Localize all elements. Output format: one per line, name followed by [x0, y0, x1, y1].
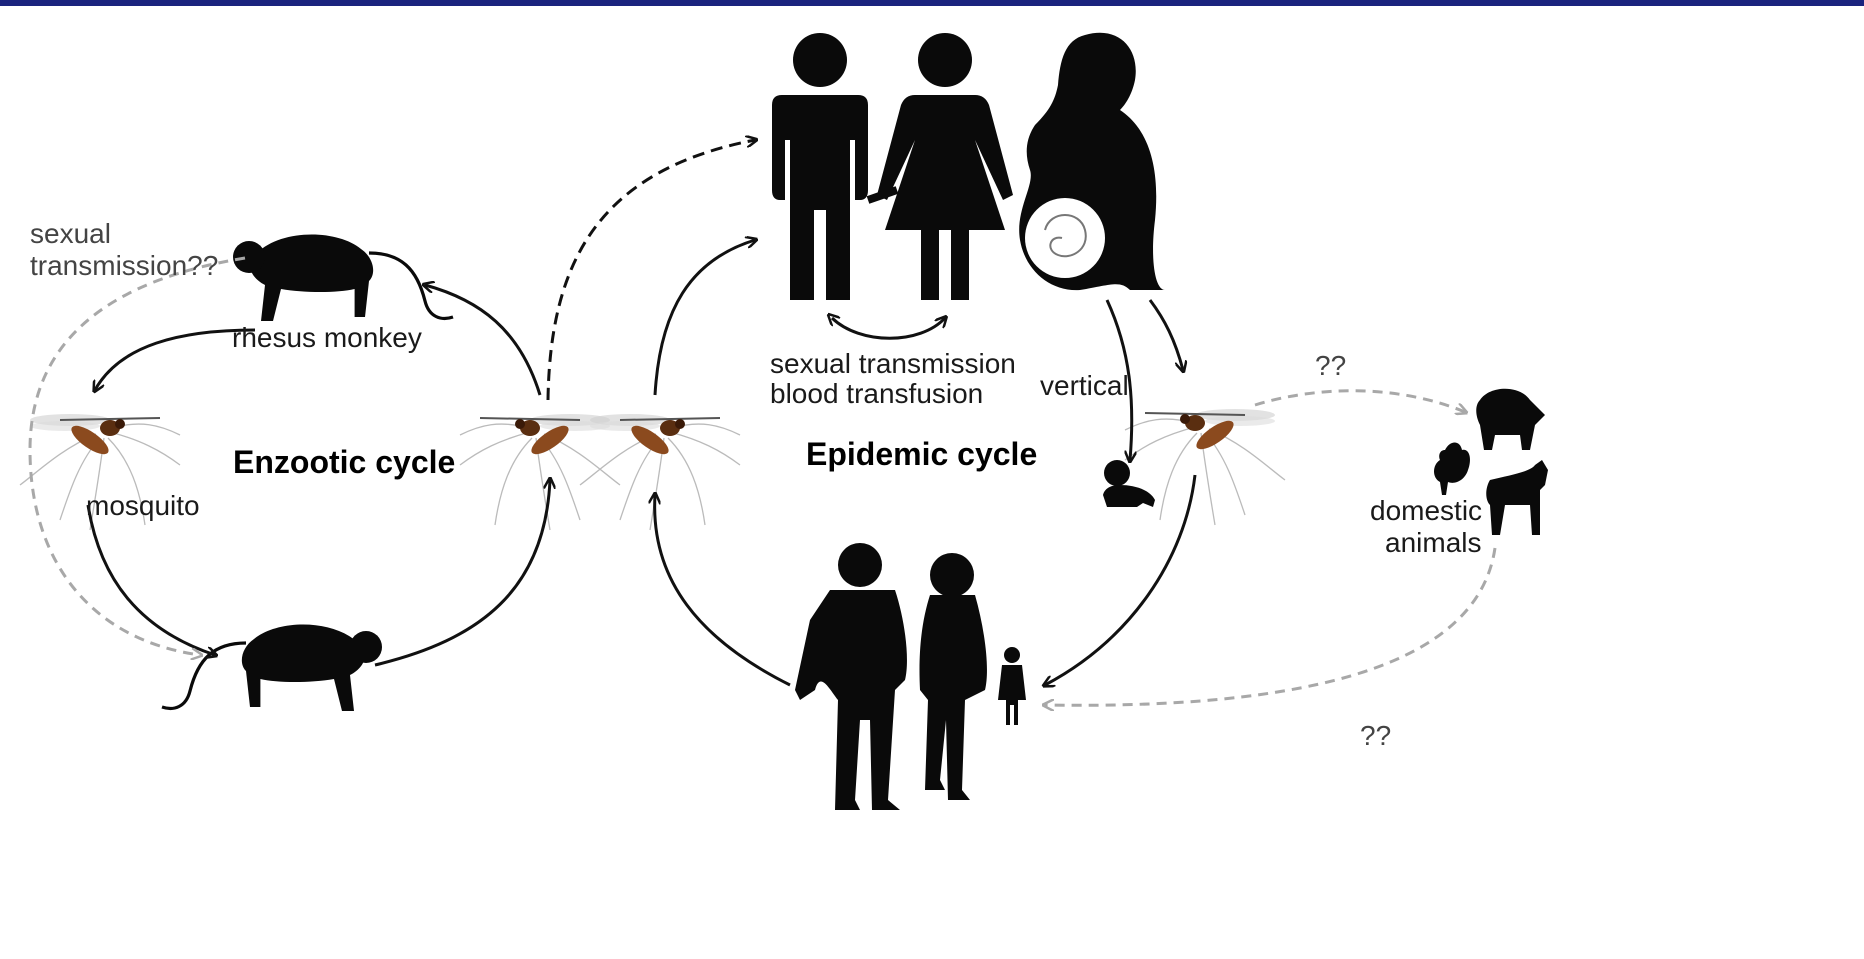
label-qq-top: ??: [1315, 350, 1346, 381]
epidemic-cycle-title: Epidemic cycle: [806, 436, 1037, 472]
label-qq-bottom: ??: [1360, 720, 1391, 751]
arrow-family-to-mosquito: [655, 495, 790, 685]
man-icon: [772, 33, 868, 300]
label-vertical: vertical: [1040, 370, 1129, 401]
arrow-animals-to-family-dashed: [1045, 548, 1495, 705]
arrow-monkey-bottom-to-mosquito: [375, 480, 550, 665]
arrow-sexual-transmission-dashed: [30, 258, 245, 655]
arrow-pregnant-to-mosquito: [1150, 300, 1183, 370]
arrow-monkey-to-mosquito: [95, 330, 255, 390]
holding-hands-line: [868, 190, 897, 200]
pregnant-woman-icon: [1019, 33, 1165, 290]
walking-family-icon: [795, 543, 1026, 810]
rooster-icon: [1434, 443, 1470, 496]
arrow-mosquito-to-monkey-bottom: [88, 505, 215, 655]
label-rhesus-monkey: rhesus monkey: [232, 322, 422, 353]
goat-icon: [1486, 460, 1548, 535]
pig-icon: [1476, 389, 1545, 450]
label-animals: animals: [1385, 527, 1481, 558]
rhesus-monkey-top-icon: [233, 234, 453, 321]
arrow-humans-sexual-blood: [832, 318, 945, 338]
arrow-mosquito-to-animals-dashed: [1255, 391, 1465, 412]
arrow-mosquito-to-monkey-top: [425, 285, 540, 395]
label-sexual-transmission: sexual transmission: [770, 348, 1016, 379]
enzootic-cycle-title: Enzootic cycle: [233, 444, 455, 480]
label-sexual-transmission-line1: sexual: [30, 218, 111, 249]
monkey-bottom-icon: [162, 624, 382, 711]
woman-icon: [877, 33, 1013, 300]
label-domestic: domestic: [1370, 495, 1482, 526]
mosquito-right-icon: [1125, 409, 1285, 525]
label-blood-transfusion: blood transfusion: [770, 378, 983, 409]
label-mosquito: mosquito: [86, 490, 200, 521]
label-sexual-transmission-line2: transmission??: [30, 250, 218, 281]
arrow-mosquito-to-humans: [655, 240, 755, 395]
arrow-spillover-dashed: [548, 140, 755, 400]
baby-icon: [1103, 460, 1155, 507]
